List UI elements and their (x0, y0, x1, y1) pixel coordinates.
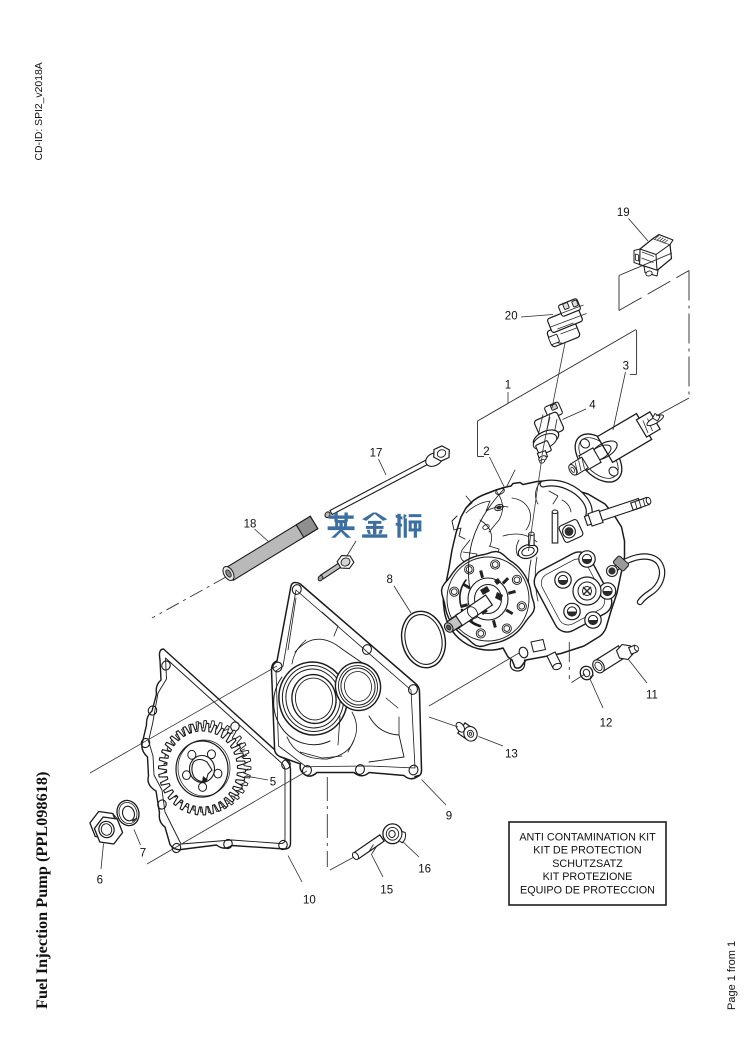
svg-text:15: 15 (380, 885, 393, 897)
svg-text:SCHUTZSATZ: SCHUTZSATZ (552, 858, 623, 870)
svg-text:EQUIPO DE PROTECCION: EQUIPO DE PROTECCION (520, 885, 655, 897)
svg-text:1: 1 (505, 380, 511, 392)
svg-text:4: 4 (589, 400, 596, 412)
svg-text:7: 7 (140, 848, 146, 860)
svg-text:2: 2 (483, 446, 489, 458)
svg-text:3: 3 (623, 361, 629, 373)
svg-text:20: 20 (505, 311, 518, 323)
svg-text:13: 13 (505, 749, 518, 761)
svg-text:6: 6 (97, 875, 103, 887)
svg-text:8: 8 (386, 574, 392, 586)
svg-text:KIT PROTEZIONE: KIT PROTEZIONE (543, 871, 633, 883)
svg-text:11: 11 (646, 690, 658, 702)
svg-text:16: 16 (418, 864, 431, 876)
svg-text:ANTI CONTAMINATION KIT: ANTI CONTAMINATION KIT (519, 831, 656, 843)
svg-text:18: 18 (244, 519, 257, 531)
svg-text:19: 19 (617, 207, 630, 219)
svg-text:Fuel Injection Pump (PPL098618: Fuel Injection Pump (PPL098618) (32, 772, 51, 1009)
svg-text:9: 9 (446, 811, 452, 823)
svg-text:KIT DE PROTECTION: KIT DE PROTECTION (533, 845, 641, 857)
svg-text:10: 10 (303, 895, 316, 907)
svg-text:17: 17 (370, 448, 383, 460)
svg-text:CD-ID: SPI2_v2018A: CD-ID: SPI2_v2018A (34, 62, 45, 160)
svg-text:5: 5 (270, 777, 276, 789)
svg-text:Page 1 from 1: Page 1 from 1 (726, 941, 738, 1010)
svg-text:12: 12 (600, 718, 613, 730)
